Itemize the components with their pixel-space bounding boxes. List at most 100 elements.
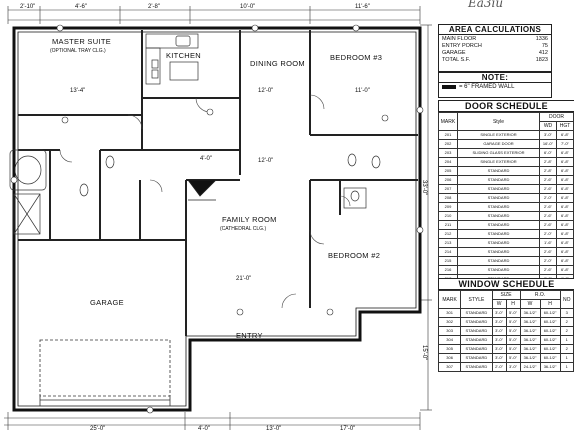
area-row-label: TOTAL S.F. — [442, 57, 471, 63]
dim-family-width: 12'-0" — [258, 158, 273, 164]
door-cell: 1'-6" — [539, 238, 557, 248]
door-head-door: DOOR — [539, 112, 574, 122]
dim-top-0: 2'-10" — [20, 4, 35, 10]
window-cell: 2'-0" — [491, 362, 507, 372]
window-marks — [10, 24, 424, 414]
door-head-mark: MARK — [438, 112, 458, 131]
area-row: MAIN FLOOR 1336 — [442, 36, 548, 43]
door-cell: 6'-8" — [556, 229, 574, 239]
kitchen-counters — [145, 33, 199, 85]
window-cell: 3'-0" — [491, 335, 507, 345]
window-cell: 3 — [559, 308, 575, 318]
area-calculations-title: AREA CALCULATIONS — [439, 25, 551, 35]
exterior-walls — [12, 26, 422, 412]
window-cell: 36-1/2" — [539, 362, 561, 372]
door-cell: 216 — [438, 265, 458, 275]
door-cell: 2'-6" — [539, 265, 557, 275]
door-cell: SLIDING GLASS EXTERIOR — [457, 148, 540, 158]
top-dimension-lines — [4, 6, 432, 430]
win-head-size-w: W — [491, 299, 507, 309]
area-row-value: 1823 — [535, 57, 548, 63]
door-cell: 210 — [438, 211, 458, 221]
room-family-note: (CATHEDRAL CLG.) — [220, 226, 266, 232]
door-cell: STANDARD — [457, 184, 540, 194]
window-cell: 3'-0" — [491, 326, 507, 336]
door-cell: 6'-8" — [556, 211, 574, 221]
door-cell: 211 — [438, 220, 458, 230]
window-cell: 60-1/2" — [539, 317, 561, 327]
interior-walls — [18, 30, 418, 336]
window-cell: 305 — [437, 344, 462, 354]
window-cell: STANDARD — [460, 308, 493, 318]
dim-bottom-0: 25'-0" — [90, 426, 105, 432]
door-cell: STANDARD — [457, 220, 540, 230]
room-master-suite: MASTER SUITE — [52, 37, 111, 46]
door-cell: 2'-6" — [539, 220, 557, 230]
window-cell: 36-1/2" — [519, 335, 541, 345]
room-family: FAMILY ROOM — [222, 215, 277, 224]
area-row-value: 1336 — [535, 36, 548, 42]
dim-hall: 4'-0" — [200, 156, 212, 162]
dim-bottom-1: 4'-0" — [198, 426, 210, 432]
door-cell: 209 — [438, 202, 458, 212]
door-cell: 6'-8" — [556, 166, 574, 176]
door-cell: 215 — [438, 256, 458, 266]
window-cell: 36-1/2" — [519, 308, 541, 318]
door-cell: 7'-0" — [556, 139, 574, 149]
window-cell: 5'-0" — [505, 335, 521, 345]
room-bedroom-3: BEDROOM #3 — [330, 53, 382, 62]
door-cell: 208 — [438, 193, 458, 203]
win-head-no: NO — [559, 290, 575, 309]
area-row-label: MAIN FLOOR — [442, 36, 477, 42]
door-cell: 2'-6" — [539, 247, 557, 257]
door-cell: STANDARD — [457, 229, 540, 239]
window-cell: 1 — [559, 353, 575, 363]
door-cell: 6'-8" — [556, 184, 574, 194]
area-row-label: ENTRY PORCH — [442, 43, 482, 49]
door-cell: 206 — [438, 175, 458, 185]
door-cell: 6'-8" — [556, 157, 574, 167]
door-cell: STANDARD — [457, 238, 540, 248]
win-head-ro-h: H — [539, 299, 561, 309]
door-cell: 202 — [438, 139, 458, 149]
dim-bottom-2: 13'-0" — [266, 426, 281, 432]
room-garage: GARAGE — [90, 298, 124, 307]
note-title: NOTE: — [439, 73, 551, 83]
window-cell: 3'-0" — [505, 362, 521, 372]
note-panel: NOTE: = 6" FRAMED WALL — [438, 72, 552, 98]
door-cell: STANDARD — [457, 247, 540, 257]
door-cell: STANDARD — [457, 166, 540, 176]
door-cell: 6'-8" — [556, 148, 574, 158]
dim-top-3: 10'-0" — [240, 4, 255, 10]
door-cell: 2'-6" — [539, 211, 557, 221]
door-cell: 201 — [438, 130, 458, 140]
window-cell: 5'-0" — [505, 308, 521, 318]
dim-top-4: 11'-6" — [355, 4, 370, 10]
door-swings — [59, 94, 351, 309]
door-cell: SINGLE EXTERIOR — [457, 130, 540, 140]
win-head-mark: MARK — [437, 290, 462, 309]
window-cell: 306 — [437, 353, 462, 363]
door-head-style: Style — [457, 112, 540, 131]
window-schedule-panel: WINDOW SCHEDULE MARK STYLE SIZE R.O. NO … — [437, 278, 575, 372]
window-cell: 36-1/2" — [519, 353, 541, 363]
window-cell: 1 — [559, 362, 575, 372]
area-row: TOTAL S.F. 1823 — [442, 57, 548, 64]
window-cell: 60-1/2" — [539, 335, 561, 345]
handwritten-note: Ea3iu — [468, 0, 504, 10]
door-cell: 213 — [438, 238, 458, 248]
door-cell: 214 — [438, 247, 458, 257]
door-cell: 6'-8" — [556, 193, 574, 203]
window-cell: 2 — [559, 317, 575, 327]
